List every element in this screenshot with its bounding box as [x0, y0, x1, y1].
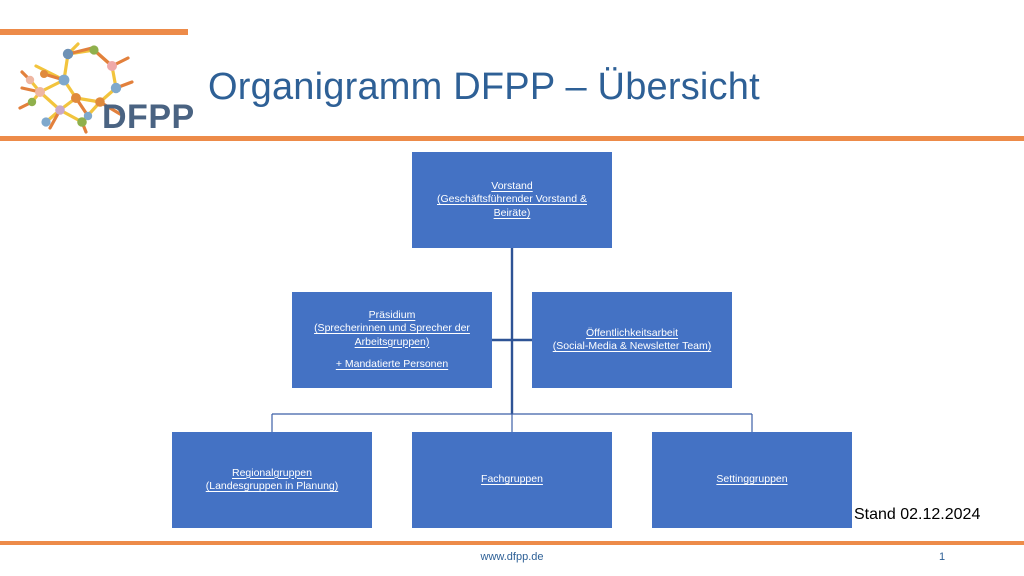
- org-node-line: Vorstand: [491, 179, 533, 192]
- svg-text:DFPP: DFPP: [102, 98, 195, 136]
- org-node-oeffentlichkeitsarbeit[interactable]: Öffentlichkeitsarbeit (Social-Media & Ne…: [532, 292, 732, 388]
- org-node-line: + Mandatierte Personen: [335, 357, 449, 370]
- org-node-line: Präsidium: [368, 308, 416, 321]
- org-node-fachgruppen[interactable]: Fachgruppen: [412, 432, 612, 528]
- page-title: Organigramm DFPP – Übersicht: [208, 65, 760, 108]
- dfpp-logo: DFPP: [16, 36, 196, 136]
- footer-accent-rule: [0, 541, 1024, 545]
- org-node-praesidium[interactable]: Präsidium (Sprecherinnen und Sprecher de…: [292, 292, 492, 388]
- org-node-line: Fachgruppen: [481, 473, 543, 486]
- org-node-settinggruppen[interactable]: Settinggruppen: [652, 432, 852, 528]
- footer-url[interactable]: www.dfpp.de: [480, 551, 544, 563]
- org-node-line: (Landesgruppen in Planung): [205, 480, 339, 492]
- org-node-line: Regionalgruppen: [232, 466, 312, 479]
- top-accent-rule: [0, 29, 188, 35]
- page-number: 1: [938, 551, 946, 563]
- org-node-line: Öffentlichkeitsarbeit: [585, 326, 679, 339]
- header-accent-rule: [0, 136, 1024, 141]
- stand-date: Stand 02.12.2024: [854, 506, 981, 523]
- org-node-line: (Social-Media & Newsletter Team): [552, 340, 712, 352]
- org-node-line: Arbeitsgruppen): [354, 335, 430, 348]
- org-node-line: (Geschäftsführender Vorstand &: [437, 193, 587, 206]
- org-node-regionalgruppen[interactable]: Regionalgruppen (Landesgruppen in Planun…: [172, 432, 372, 528]
- org-node-line: Beiräte): [493, 206, 531, 219]
- org-node-line: (Sprecherinnen und Sprecher der: [314, 322, 470, 335]
- org-node-vorstand[interactable]: Vorstand (Geschäftsführender Vorstand & …: [412, 152, 612, 248]
- org-chart-connectors: [271, 248, 753, 432]
- org-chart: Vorstand (Geschäftsführender Vorstand & …: [0, 141, 1024, 541]
- org-node-line: Settinggruppen: [716, 473, 788, 486]
